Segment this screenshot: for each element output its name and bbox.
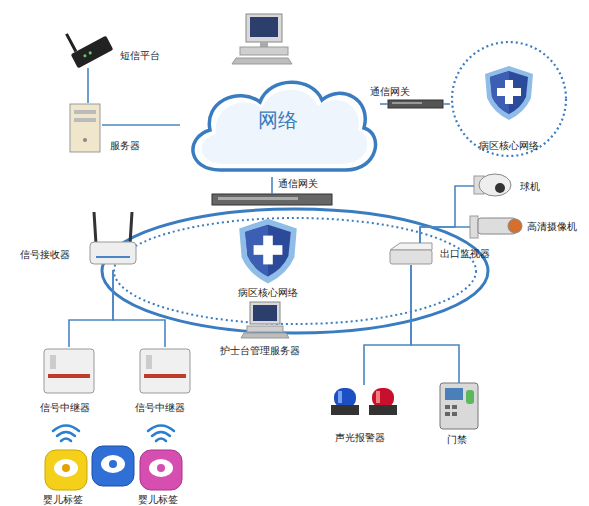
connector-line [420,186,474,243]
node-label: 门禁 [447,434,467,446]
relay-icon [44,349,94,393]
network-node: 通信网关 [388,100,443,108]
ring-dotted [114,218,476,324]
connector-line [380,103,388,105]
network-node: 网络 [180,72,380,177]
network-node: 婴儿标签 [140,450,182,490]
alarm-icon [331,388,397,415]
node-label: 服务器 [110,140,140,152]
node-label: 出口监视器 [440,248,490,260]
connector-line [113,270,165,347]
node-label: 护士台管理服务器 [220,345,300,357]
connector-line [87,68,89,103]
receiver-icon [90,212,136,264]
network-node: 出口监视器 [390,243,432,265]
node-label: 病区核心网络 [238,287,298,299]
tag-icon [45,450,87,490]
wifi-icon [53,426,174,442]
gateway-icon [212,194,332,205]
connector-line [364,265,411,385]
relay-icon [140,349,190,393]
connector-line [443,103,450,105]
tag-icon [92,446,134,486]
network-node: 病区核心网络 [100,207,490,335]
connector-line [102,124,180,126]
door-access-icon [440,383,478,429]
node-label: 短信平台 [120,50,160,62]
monitor-icon [390,243,432,264]
node-label: 通信网关 [370,86,410,98]
network-node: 病区核心网络 [450,40,568,158]
hd-camera-icon [470,216,522,238]
connector-line [420,227,470,243]
node-label: 信号接收器 [20,249,70,261]
tag-icon [140,450,182,490]
network-node: 短信平台 [72,32,112,68]
connector-line [411,265,459,383]
network-node: 信号接收器 [90,212,136,270]
network-node: 信号中继器 [42,347,96,395]
dotted-circle [452,42,566,156]
network-node: 信号中继器 [138,347,192,395]
node-label: 信号中继器 [40,402,90,414]
network-node: 通信网关 [212,194,332,205]
network-node: 护士台管理服务器 [245,300,283,338]
computer-icon [232,14,292,64]
shield-icon [239,219,297,284]
computer-icon [241,302,289,338]
cloud-shape [193,82,376,170]
node-label: 网络 [258,108,298,132]
ring-outline [102,209,488,333]
node-label: 球机 [520,181,540,193]
dome-camera-icon [474,174,511,196]
node-label: 通信网关 [278,178,318,190]
sms-device-icon [61,18,113,69]
network-node: 婴儿标签 [45,450,87,490]
connector-line [69,270,113,347]
ring-outline [100,207,490,335]
network-node: 球机 [474,174,510,198]
server-icon [70,104,100,152]
network-node: 门禁 [440,383,478,429]
cloud-fill [202,90,368,164]
node-label: 信号中继器 [135,402,185,414]
network-node: 声光报警器 [330,385,398,417]
node-label: 声光报警器 [335,432,385,444]
gateway-icon [388,100,443,108]
network-node: 服务器 [68,103,102,153]
node-label: 病区核心网络 [479,140,539,152]
node-label: 婴儿标签 [138,494,178,506]
network-node: 高清摄像机 [470,214,520,240]
connector-line [271,177,273,194]
node-label: 婴儿标签 [43,494,83,506]
node-label: 高清摄像机 [527,221,577,233]
shield-icon [485,66,533,120]
